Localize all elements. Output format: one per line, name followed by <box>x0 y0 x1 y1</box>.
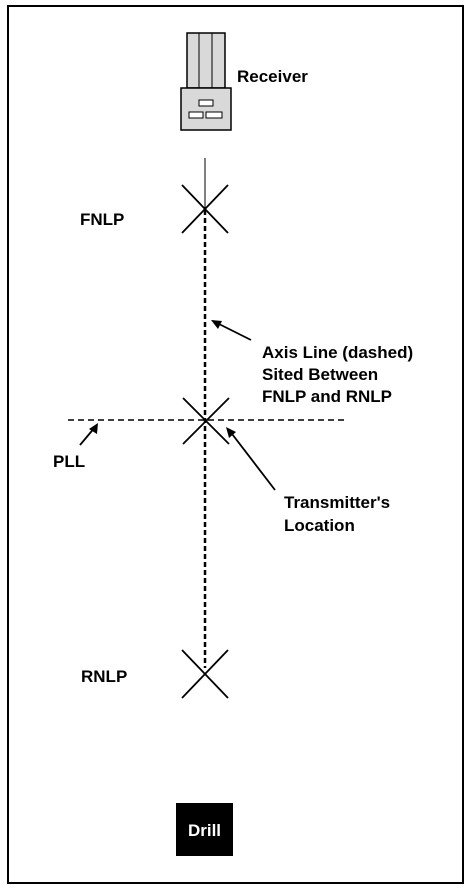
transmitter-arrow <box>226 427 276 491</box>
diagram-frame <box>7 5 464 884</box>
drill-label: Drill <box>188 821 221 840</box>
fnlp-label: FNLP <box>80 210 124 229</box>
fnlp-x-marker-icon <box>181 184 229 234</box>
transmitter-label-2: Location <box>284 516 355 535</box>
transmitter-label-1: Transmitter's <box>284 493 390 512</box>
rnlp-x-marker-icon <box>181 649 229 699</box>
transmitter-x-marker-icon <box>182 397 230 445</box>
axis-line-label-1: Axis Line (dashed) <box>262 343 413 362</box>
drill-box-icon: Drill <box>176 803 233 856</box>
rnlp-label: RNLP <box>81 667 127 686</box>
receiver-device-icon <box>180 32 232 131</box>
pll-label: PLL <box>53 452 85 471</box>
axis-line-label-3: FNLP and RNLP <box>262 387 392 406</box>
pll-arrow <box>79 423 98 446</box>
axis-line-label-2: Sited Between <box>262 365 378 384</box>
axis-line-arrow <box>211 320 252 341</box>
receiver-label: Receiver <box>237 67 308 86</box>
